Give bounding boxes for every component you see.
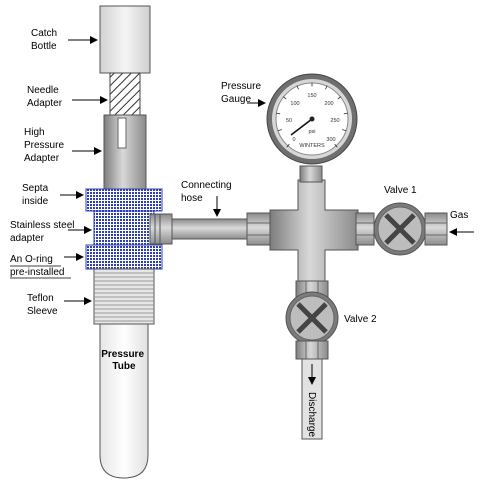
gauge-tick-100: 100 (290, 101, 299, 107)
label-discharge: Discharge (306, 392, 317, 437)
valve-1 (373, 202, 427, 256)
gauge-tick-200: 200 (324, 101, 333, 107)
right-coupling (355, 212, 375, 246)
needle-adapter (109, 72, 141, 116)
stainless-steel-adapter (93, 210, 155, 246)
gauge-tick-300: 300 (326, 137, 335, 143)
label-connecting-hose: Connecting hose (181, 180, 234, 204)
gauge-tick-150: 150 (307, 93, 316, 99)
oring-band (85, 244, 163, 270)
label-stainless-steel-adapter: Stainless steel adapter (10, 220, 77, 244)
sleeve-threads (94, 272, 154, 322)
gauge-pivot (309, 116, 315, 122)
connecting-hose (171, 218, 249, 240)
label-pressure-tube: Pressure Tube (101, 349, 147, 372)
gauge-tick-0: 0 (292, 137, 295, 143)
label-needle-adapter: Needle Adapter (27, 85, 63, 109)
cross-fitting (269, 179, 359, 284)
pressure-tube (99, 323, 149, 479)
label-pressure-gauge: Pressure Gauge (221, 81, 264, 105)
adapter-slot (117, 117, 127, 149)
gauge-ticks (276, 82, 348, 148)
label-teflon-sleeve: Teflon Sleeve (27, 293, 58, 317)
label-oring: An O-ring pre-installed (10, 254, 64, 278)
gauge-tick-250: 250 (330, 118, 339, 124)
gas-inlet-pipe (424, 212, 448, 246)
label-high-pressure-adapter: High Pressure Adapter (24, 127, 67, 164)
side-connector (149, 213, 173, 245)
gauge-unit: psi (308, 129, 315, 135)
label-valve-1: Valve 1 (384, 185, 417, 196)
gauge-tick-50: 50 (286, 118, 292, 124)
label-valve-2: Valve 2 (344, 314, 377, 325)
bottom-coupling (295, 340, 329, 360)
gauge-needle (290, 118, 313, 136)
valve-2 (285, 291, 339, 345)
septa-upper (85, 188, 163, 212)
pressure-gauge: 0 50 100 150 200 250 300 psi WINTERS (266, 73, 358, 165)
label-gas: Gas (450, 210, 468, 221)
label-catch-bottle: Catch Bottle (31, 28, 60, 52)
discharge-pipe (301, 358, 323, 440)
left-coupling (246, 212, 272, 246)
label-septa-inside: Septa inside (22, 183, 51, 207)
gauge-nipple (299, 165, 323, 183)
catch-bottle (99, 5, 151, 74)
gauge-brand: WINTERS (299, 143, 325, 149)
